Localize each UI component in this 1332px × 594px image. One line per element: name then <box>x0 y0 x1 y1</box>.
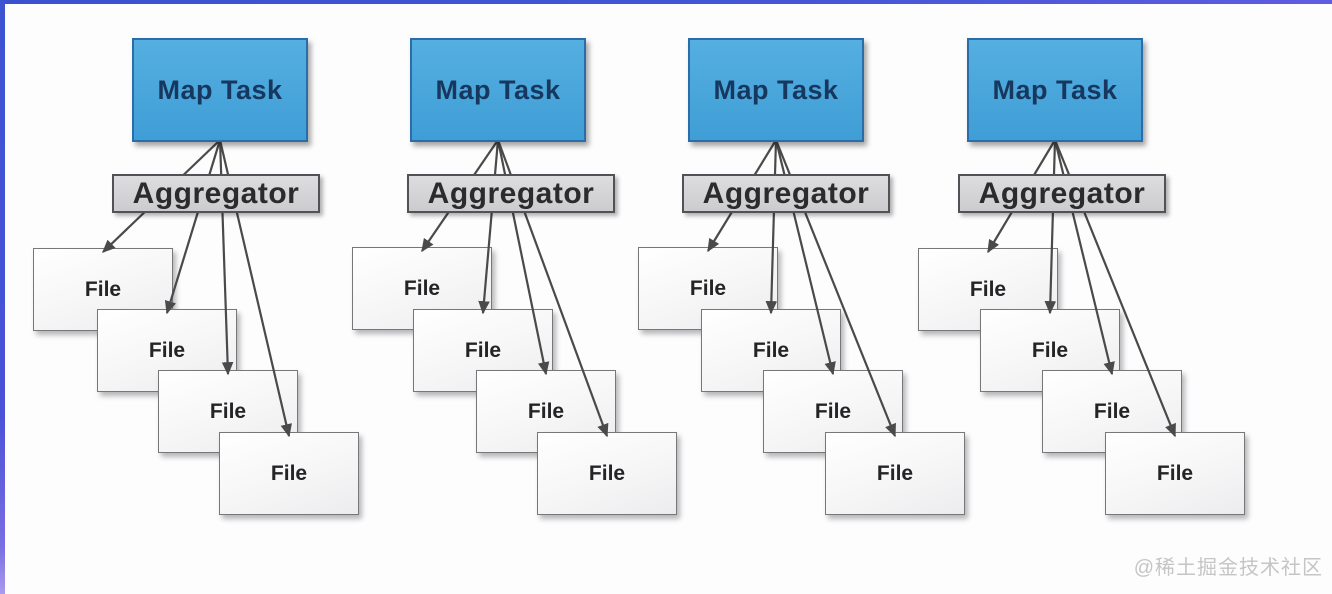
aggregator-box-label: Aggregator <box>132 176 300 210</box>
left-border-bar <box>0 0 5 594</box>
map-task-box-label: Map Task <box>157 74 283 105</box>
aggregator-box: Aggregator <box>112 174 320 213</box>
aggregator-box: Aggregator <box>407 174 615 213</box>
file-box-label: File <box>209 399 247 423</box>
watermark: @稀土掘金技术社区 <box>1133 557 1323 579</box>
file-box: File <box>219 432 359 515</box>
file-box-label: File <box>1156 461 1194 485</box>
map-task-box-label: Map Task <box>992 74 1118 105</box>
map-task-box-label: Map Task <box>435 74 561 105</box>
map-task-box: Map Task <box>132 38 308 142</box>
file-box-label: File <box>270 461 308 485</box>
file-box-label: File <box>1031 338 1069 362</box>
map-task-box: Map Task <box>410 38 586 142</box>
file-box-label: File <box>588 461 626 485</box>
top-border-bar <box>0 0 1332 4</box>
aggregator-box: Aggregator <box>682 174 890 213</box>
map-task-box-label: Map Task <box>713 74 839 105</box>
map-task-box: Map Task <box>688 38 864 142</box>
file-box-label: File <box>689 276 727 300</box>
arrow <box>164 139 222 315</box>
file-box-label: File <box>527 399 565 423</box>
aggregator-box-label: Aggregator <box>978 176 1146 210</box>
file-box-label: File <box>1093 399 1131 423</box>
file-box: File <box>1105 432 1245 515</box>
file-box-label: File <box>752 338 790 362</box>
file-box-label: File <box>814 399 852 423</box>
file-box-label: File <box>148 338 186 362</box>
aggregator-box-label: Aggregator <box>427 176 595 210</box>
file-box: File <box>537 432 677 515</box>
file-box-label: File <box>876 461 914 485</box>
file-box-label: File <box>403 276 441 300</box>
aggregator-box: Aggregator <box>958 174 1166 213</box>
file-box-label: File <box>969 277 1007 301</box>
file-box-label: File <box>84 277 122 301</box>
map-task-box: Map Task <box>967 38 1143 142</box>
file-box-label: File <box>464 338 502 362</box>
file-box: File <box>825 432 965 515</box>
aggregator-box-label: Aggregator <box>702 176 870 210</box>
